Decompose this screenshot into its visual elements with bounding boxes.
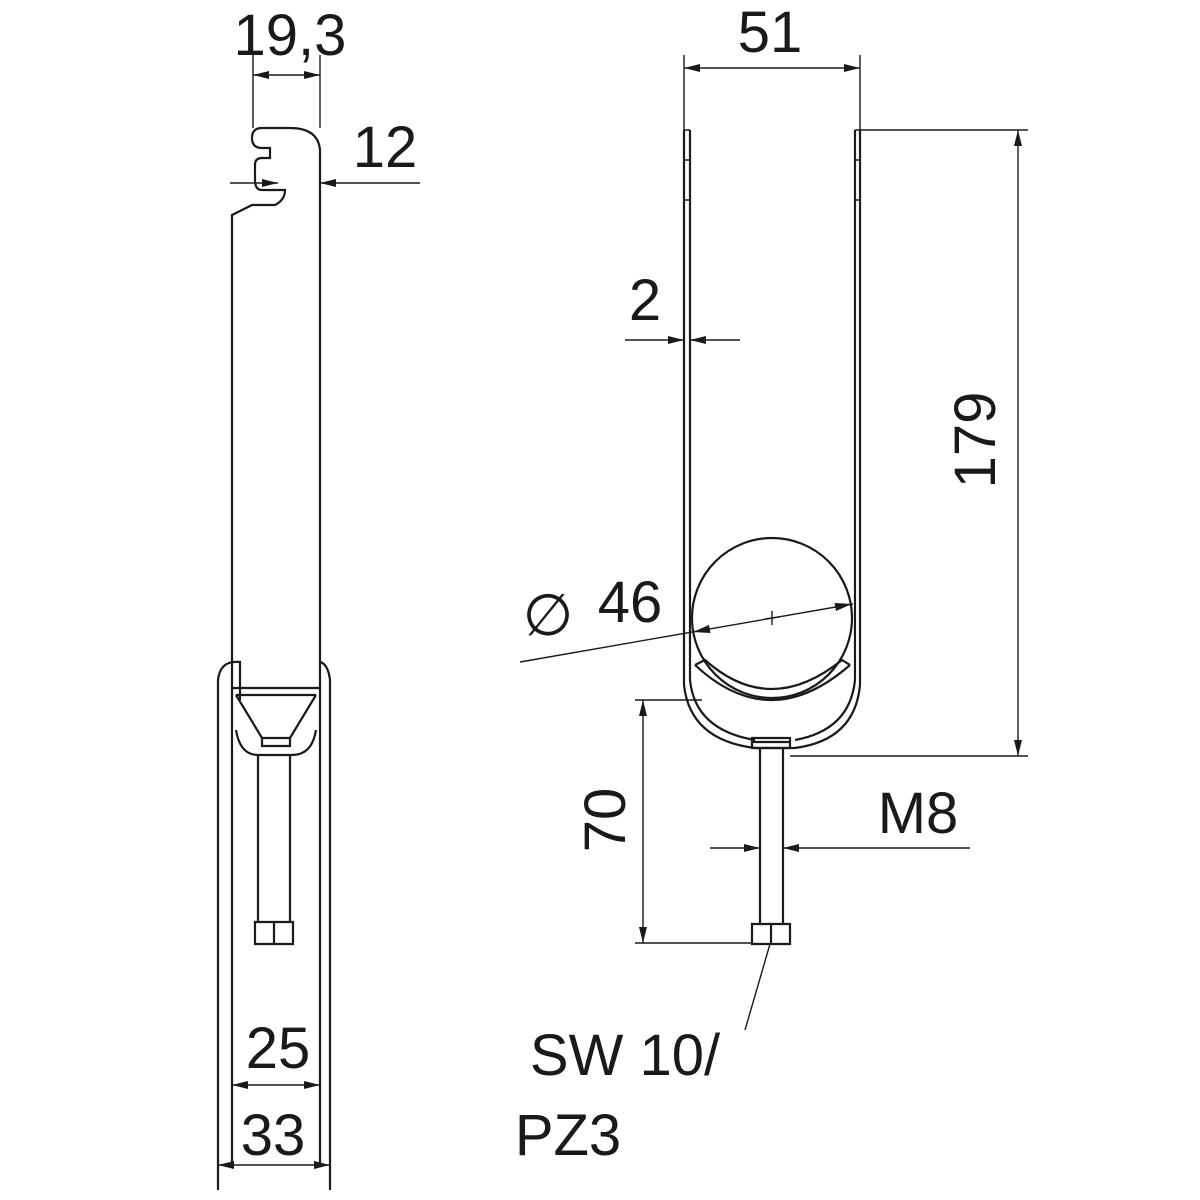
front-bolt [750,748,792,946]
side-clip-outer [216,660,332,1190]
drive-label-line1: SW 10/ [530,1023,721,1088]
dim-70-label: 70 [573,788,638,853]
drive-label-line2: PZ3 [515,1103,621,1168]
dim-2-label: 2 [629,268,661,333]
side-view: 19,3 12 25 33 [216,3,420,1190]
clip-cradle [694,658,851,702]
dim-12-label: 12 [353,115,418,180]
clip-strip [682,130,862,750]
dim-46-label: 46 [598,570,663,635]
dim-m8-label: M8 [878,781,959,846]
cable-circle [690,536,854,700]
dim-51-label: 51 [738,0,803,65]
leader-line [744,943,771,1031]
front-view: 51 179 2 ∅ 46 70 M8 SW 10/ PZ3 [515,0,1028,1168]
dim-179-label: 179 [943,392,1008,489]
dim-25-label: 25 [246,1016,311,1081]
side-body [230,126,322,690]
dim-33-label: 33 [241,1103,306,1168]
side-bolt [253,755,295,946]
dim-19-3-label: 19,3 [234,3,347,68]
diameter-symbol: ∅ [523,583,574,648]
side-nut-seat [234,694,318,757]
